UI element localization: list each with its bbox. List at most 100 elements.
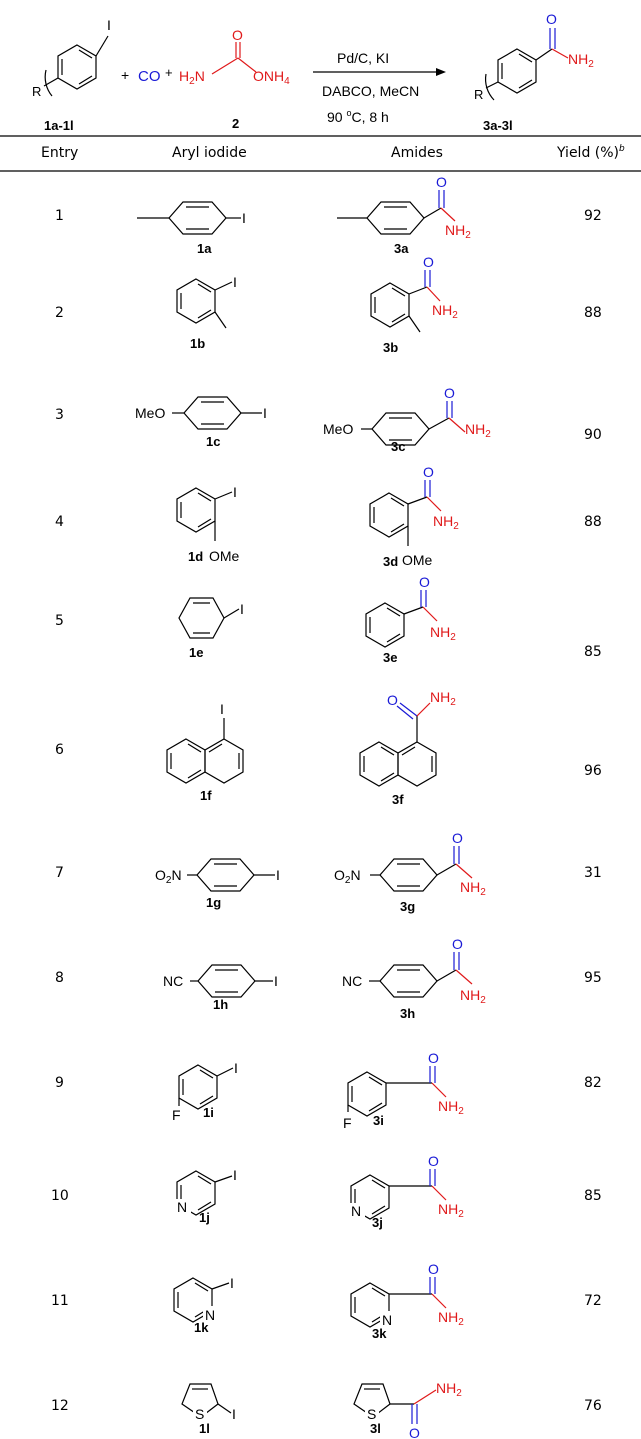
thiophene-s: S	[195, 1406, 204, 1422]
prod-label: 3k	[372, 1326, 387, 1341]
structure-3a: O NH2	[337, 174, 471, 241]
structure-1f: I	[166, 701, 244, 784]
yield-value: 72	[584, 1293, 602, 1309]
start-aryl-ring	[43, 35, 109, 97]
header-amides: Amides	[391, 145, 443, 161]
structure-1h: NC I	[163, 964, 278, 998]
structure-3j: N O NH2	[350, 1153, 464, 1220]
iodo-atom: I	[220, 701, 224, 717]
reagent-co: CO	[138, 68, 161, 85]
carbamate-o: O	[232, 27, 243, 43]
carbonyl-o: O	[436, 174, 447, 190]
start-iodo: I	[107, 17, 111, 33]
condition-bottom: 90 oC, 8 h	[327, 108, 389, 125]
carbamate-h2n: H2N	[179, 68, 205, 87]
iodo-atom: I	[233, 484, 237, 500]
sm-label: 1f	[200, 788, 212, 803]
prod-label: 3d	[383, 554, 398, 569]
sm-label: 1j	[199, 1210, 210, 1225]
fluoro-atom: F	[343, 1115, 352, 1131]
iodo-atom: I	[276, 867, 280, 883]
pyridine-n: N	[205, 1307, 215, 1323]
plus-2: +	[165, 65, 173, 80]
entry-number: 2	[55, 305, 64, 321]
header-aryl-iodide: Aryl iodide	[172, 145, 247, 161]
plus-1: +	[121, 67, 129, 83]
amide-nh2: NH2	[465, 421, 491, 440]
carbonyl-o: O	[444, 385, 455, 401]
iodo-atom: I	[233, 274, 237, 290]
structures: I O NH2 I	[135, 174, 491, 1439]
prod-label: 3h	[400, 1006, 415, 1021]
structure-1b: I	[176, 274, 237, 329]
yield-value: 85	[584, 644, 602, 660]
structure-3i: F O NH2	[343, 1050, 464, 1131]
entry-number: 6	[55, 742, 64, 758]
amide-nh2: NH2	[433, 513, 459, 532]
structure-1k: N I	[173, 1275, 234, 1323]
structure-1c: MeO I	[135, 396, 267, 430]
amide-nh2: NH2	[430, 624, 456, 643]
condition-top: Pd/C, KI	[337, 50, 389, 66]
reagent-number: 2	[232, 116, 239, 131]
ammonium-carbamate: H2N O ONH4 2	[179, 27, 290, 131]
pyridine-n: N	[351, 1203, 361, 1219]
carbonyl-o: O	[409, 1425, 420, 1439]
entry-number: 9	[55, 1075, 64, 1091]
yield-value: 88	[584, 305, 602, 321]
prod-label: 3b	[383, 340, 398, 355]
sm-label: 1g	[206, 895, 221, 910]
methoxy-group: MeO	[135, 405, 165, 421]
thiophene-s: S	[367, 1406, 376, 1422]
product-r: R	[474, 87, 483, 102]
amide-nh2: NH2	[436, 1380, 462, 1399]
entry-number: 5	[55, 613, 64, 629]
entry-number: 12	[51, 1398, 69, 1414]
structure-3l: S NH2 O	[353, 1380, 462, 1439]
methoxy-group: OMe	[209, 548, 240, 564]
structure-1d: I OMe	[176, 484, 240, 564]
sm-label: 1d	[188, 549, 203, 564]
cyano-group: NC	[342, 973, 362, 989]
entry-number: 10	[51, 1188, 69, 1204]
iodo-atom: I	[234, 1060, 238, 1076]
entry-number: 7	[55, 865, 64, 881]
product-o: O	[546, 11, 557, 27]
structure-3b: O NH2	[370, 254, 458, 333]
prod-label: 3i	[373, 1113, 384, 1128]
entry-number: 4	[55, 514, 64, 530]
sm-label: 1l	[199, 1421, 210, 1436]
iodo-atom: I	[233, 1167, 237, 1183]
carbonyl-o: O	[423, 464, 434, 480]
nitro-group: O2N	[334, 867, 361, 886]
structure-3f: O NH2	[359, 689, 456, 787]
reaction-scheme: I R 1a-1l + CO + H2N O ONH4 2 Pd/C, KI D…	[32, 11, 594, 133]
amide-nh2: NH2	[430, 689, 456, 708]
yield-value: 95	[584, 970, 602, 986]
entry-number: 11	[51, 1293, 69, 1309]
prod-label: 3f	[392, 792, 404, 807]
product-aryl-ring	[484, 28, 569, 101]
carbonyl-o: O	[452, 830, 463, 846]
carbonyl-o: O	[423, 254, 434, 270]
iodo-atom: I	[263, 405, 267, 421]
iodo-atom: I	[240, 601, 244, 617]
prod-label: 3l	[370, 1421, 381, 1436]
header-yield: Yield (%)b	[556, 144, 625, 161]
carbonyl-o: O	[428, 1050, 439, 1066]
iodo-atom: I	[232, 1406, 236, 1422]
amide-nh2: NH2	[432, 302, 458, 321]
sm-label: 1k	[194, 1320, 209, 1335]
amide-nh2: NH2	[460, 987, 486, 1006]
structure-1l: S I	[181, 1383, 236, 1422]
structure-1j: N I	[176, 1167, 237, 1216]
carbonyl-o: O	[419, 574, 430, 590]
entry-number: 1	[55, 208, 64, 224]
prod-label: 3a	[394, 241, 409, 256]
structure-3g: O2N O NH2	[334, 830, 486, 898]
yield-value: 82	[584, 1075, 602, 1091]
structure-1e: I	[178, 597, 244, 639]
header-entry: Entry	[41, 145, 78, 161]
fluoro-atom: F	[172, 1107, 181, 1123]
